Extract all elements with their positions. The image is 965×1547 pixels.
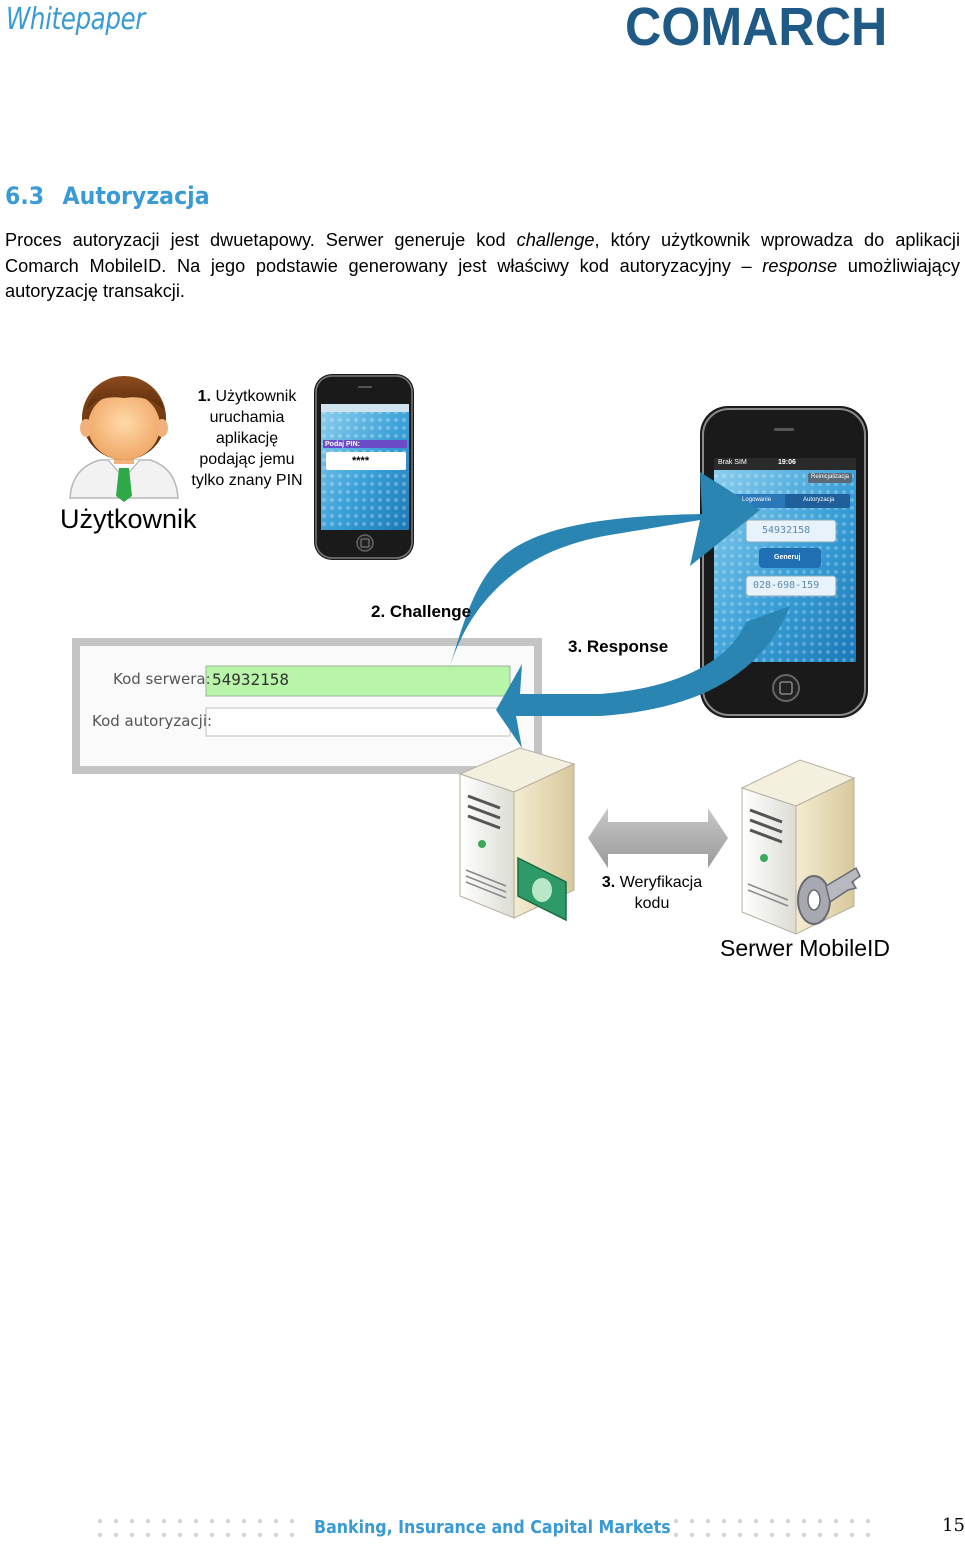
response-arrow	[496, 606, 790, 748]
phone-small-pin-label: Podaj PIN:	[325, 441, 361, 448]
body-paragraph: Proces autoryzacji jest dwuetapowy. Serw…	[5, 228, 960, 305]
page-number: 15	[942, 1515, 965, 1536]
server-code-field[interactable]: 54932158	[212, 670, 290, 689]
phone-small-pin-field: ****	[352, 455, 370, 467]
challenge-label: 2. Challenge	[371, 602, 472, 621]
authorization-diagram: Podaj PIN: **** Brak SIM 19:06 Reinicjal…	[0, 360, 960, 980]
step1-text: Użytkownik uruchamia aplikację podając j…	[191, 388, 303, 489]
doc-type-label: Whitepaper	[6, 2, 145, 37]
server-code-label: Kod serwera:	[113, 670, 211, 688]
paragraph-em-response: response	[762, 255, 838, 276]
footer-dots-left	[97, 1518, 295, 1538]
auth-code-field[interactable]	[212, 710, 508, 736]
section-heading: 6.3 Autoryzacja	[5, 182, 210, 210]
banknote-icon	[517, 856, 567, 922]
auth-form-frame	[72, 638, 542, 774]
comarch-logo: COMARCH	[625, 0, 888, 57]
phone-large-tab-auth: Autoryzacja	[803, 497, 835, 503]
user-label: Użytkownik	[60, 504, 197, 534]
verification-double-arrow	[588, 808, 728, 868]
key-icon	[797, 866, 861, 925]
step1-caption: 1. Użytkownik uruchamia aplikację podają…	[188, 386, 306, 491]
paragraph-em-challenge: challenge	[516, 230, 595, 250]
footer-dots-right	[673, 1518, 871, 1538]
phone-small-icon	[314, 374, 414, 560]
user-avatar-icon	[69, 376, 179, 502]
paragraph-text-1: Proces autoryzacji jest dwuetapowy. Serw…	[5, 230, 517, 250]
phone-large-reset-button: Reinicjalizacja	[811, 474, 850, 480]
server-label: Serwer MobileID	[720, 935, 890, 961]
step1-number: 1.	[197, 388, 211, 405]
phone-large-generate-button: Generuj	[774, 554, 801, 561]
footer-tagline: Banking, Insurance and Capital Markets	[314, 1517, 671, 1538]
section-title: Autoryzacja	[62, 182, 210, 210]
phone-large-challenge-field: 54932158	[762, 525, 811, 536]
challenge-arrow	[448, 472, 760, 672]
verify-caption: 3. Weryfikacja kodu	[594, 872, 710, 914]
section-number: 6.3	[5, 182, 45, 210]
diagram-graphics	[69, 374, 868, 935]
phone-large-response-field: 028-698-159	[753, 580, 820, 591]
paragraph-text-3: umożliwiający autoryzację transakcji.	[5, 255, 960, 302]
phone-large-carrier: Brak SIM	[718, 459, 747, 466]
verify-number: 3.	[601, 874, 616, 891]
auth-code-label: Kod autoryzacji:	[92, 712, 213, 730]
paragraph-text-2: , który użytkownik wprowadza do aplikacj…	[5, 230, 960, 276]
response-label: 3. Response	[568, 637, 669, 656]
phone-large-tab-login: Logowanie	[742, 497, 772, 503]
phone-large-time: 19:06	[778, 459, 796, 466]
verify-text: Weryfikacja kodu	[619, 874, 703, 912]
